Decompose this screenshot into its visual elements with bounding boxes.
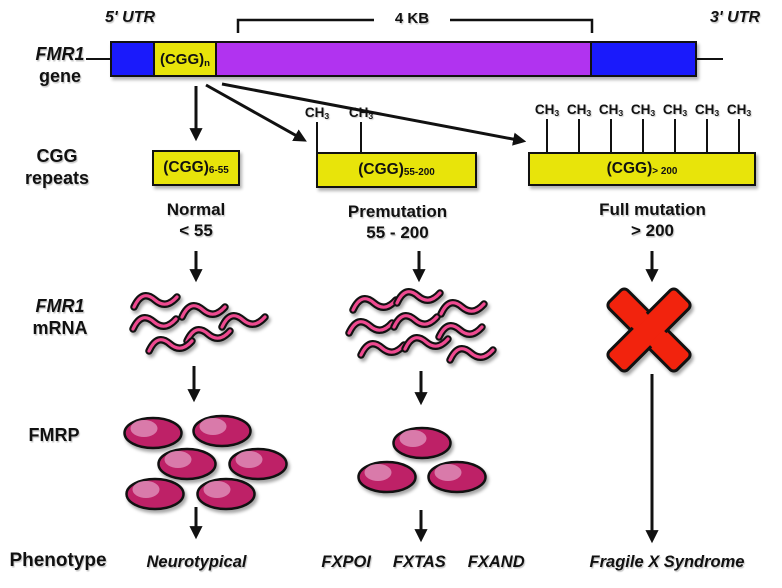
gene-cgg-label: (CGG)n xyxy=(159,50,211,70)
gene-segment-coding xyxy=(215,43,590,75)
phenotype-normal: Neurotypical xyxy=(146,553,247,571)
ch3-mark: CH3 xyxy=(563,103,595,152)
mrna-squiggles-premutation xyxy=(349,292,493,360)
ch3-tick-line xyxy=(674,118,676,152)
ch3-tick-line xyxy=(546,118,548,152)
mrna-line1: FMR1 xyxy=(35,296,85,316)
repeat-box-full: (CGG)> 200 xyxy=(528,152,756,186)
ch3-mark: CH3 xyxy=(627,103,659,152)
gene-segment-utr3 xyxy=(590,43,695,75)
category-range: < 55 xyxy=(179,220,213,240)
ch3-label: CH3 xyxy=(630,102,656,119)
phenotype-fxand: FXAND xyxy=(467,553,525,571)
gene-word: gene xyxy=(38,65,81,86)
repeat-box-premutation: (CGG)55-200 xyxy=(316,152,477,188)
ch3-group-full: CH3 CH3 CH3 CH3 CH3 CH3 CH3 xyxy=(531,103,755,152)
ch3-tick-line xyxy=(610,118,612,152)
category-range: > 200 xyxy=(630,220,674,240)
ch3-mark: CH3 xyxy=(344,106,378,152)
row-label-gene: FMR1 gene xyxy=(20,44,100,88)
category-normal: Normal < 55 xyxy=(146,200,246,241)
ch3-tick-line xyxy=(642,118,644,152)
fmrp-ovals-normal xyxy=(123,414,288,511)
category-name: Premutation xyxy=(347,202,448,221)
ch3-tick-line xyxy=(738,118,740,152)
ch3-tick-line xyxy=(578,118,580,152)
utr3-label: 3' UTR xyxy=(709,9,761,26)
repeats-line1: CGG xyxy=(36,146,78,166)
ch3-label: CH3 xyxy=(534,102,560,119)
ch3-mark: CH3 xyxy=(595,103,627,152)
ch3-label: CH3 xyxy=(304,105,330,122)
fmr1-gene-bar: (CGG)n xyxy=(110,41,697,77)
mrna-squiggles-normal xyxy=(133,296,265,351)
no-mrna-x-icon xyxy=(606,287,692,373)
gene-segment-cgg: (CGG)n xyxy=(153,43,215,75)
ch3-tick-line xyxy=(706,118,708,152)
category-name: Normal xyxy=(166,200,226,219)
ch3-group-premutation: CH3 CH3 xyxy=(300,106,378,152)
ch3-label: CH3 xyxy=(726,102,752,119)
row-label-fmrp: FMRP xyxy=(28,425,80,445)
category-full: Full mutation > 200 xyxy=(585,200,720,241)
ch3-mark: CH3 xyxy=(691,103,723,152)
category-premutation: Premutation 55 - 200 xyxy=(330,202,465,243)
phenotype-fxpoi: FXPOI xyxy=(321,553,371,571)
ch3-label: CH3 xyxy=(662,102,688,119)
gene-segment-utr5 xyxy=(112,43,153,75)
utr5-label: 5' UTR xyxy=(104,9,156,26)
ch3-mark: CH3 xyxy=(300,106,334,152)
phenotype-full: Fragile X Syndrome xyxy=(589,553,745,571)
phenotype-fxtas: FXTAS xyxy=(392,553,446,571)
gene-name: FMR1 xyxy=(35,44,85,64)
repeats-line2: repeats xyxy=(24,167,90,188)
ch3-label: CH3 xyxy=(566,102,592,119)
category-name: Full mutation xyxy=(599,200,706,219)
ch3-mark: CH3 xyxy=(723,103,755,152)
row-label-mrna: FMR1 mRNA xyxy=(20,296,100,340)
mrna-line2: mRNA xyxy=(32,317,88,338)
fmrp-ovals-premutation xyxy=(357,426,487,494)
size-label: 4 KB xyxy=(394,10,430,27)
ch3-label: CH3 xyxy=(348,105,374,122)
row-label-repeats: CGG repeats xyxy=(14,146,100,190)
repeat-box-normal: (CGG)6-55 xyxy=(152,150,240,186)
ch3-label: CH3 xyxy=(598,102,624,119)
ch3-mark: CH3 xyxy=(531,103,563,152)
ch3-mark: CH3 xyxy=(659,103,691,152)
category-range: 55 - 200 xyxy=(366,222,429,242)
arrow-gene-to-premutation xyxy=(205,83,307,142)
ch3-tick-line xyxy=(316,121,318,152)
ch3-tick-line xyxy=(360,121,362,152)
row-label-phenotype: Phenotype xyxy=(9,550,107,571)
ch3-label: CH3 xyxy=(694,102,720,119)
phenotype-premutation: FXPOI FXTAS FXAND xyxy=(321,552,525,572)
